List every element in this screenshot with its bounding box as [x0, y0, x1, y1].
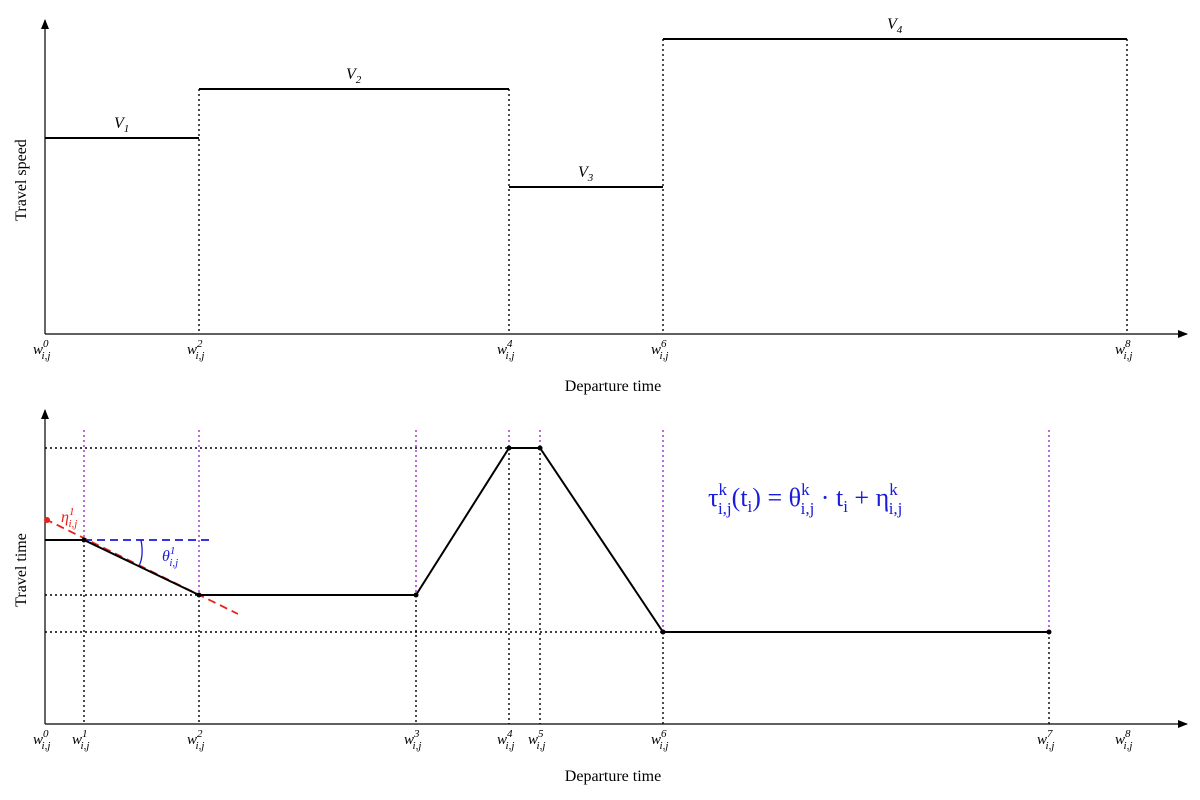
breakpoint — [196, 592, 202, 598]
breakpoints — [81, 445, 1052, 635]
speed-label-v1: V1 — [114, 115, 129, 135]
breakpoint — [1046, 629, 1052, 635]
theta-angle-arc — [138, 539, 143, 567]
intercept-point — [44, 517, 50, 523]
breakpoint — [537, 445, 543, 451]
breakpoint — [81, 537, 87, 543]
breakpoint — [413, 592, 419, 598]
purple-vlines — [83, 430, 1050, 632]
black-vlines — [83, 448, 1050, 724]
bottom-y-axis-label: Travel time — [13, 533, 30, 607]
bottom-panel: Travel time Departure time — [13, 409, 1188, 785]
travel-time-curve — [45, 447, 1049, 633]
top-x-axis-label: Departure time — [565, 378, 661, 395]
speed-label-v2: V2 — [346, 66, 362, 86]
breakpoint — [660, 629, 666, 635]
speed-label-v4: V4 — [887, 16, 903, 36]
speed-label-v3: V3 — [578, 164, 594, 184]
breakpoint — [506, 445, 512, 451]
top-y-axis-label: Travel speed — [13, 139, 30, 221]
bottom-x-axis-label: Departure time — [565, 768, 661, 785]
top-panel: Travel speed Departure time V1 V2 V3 V4 … — [13, 16, 1188, 395]
